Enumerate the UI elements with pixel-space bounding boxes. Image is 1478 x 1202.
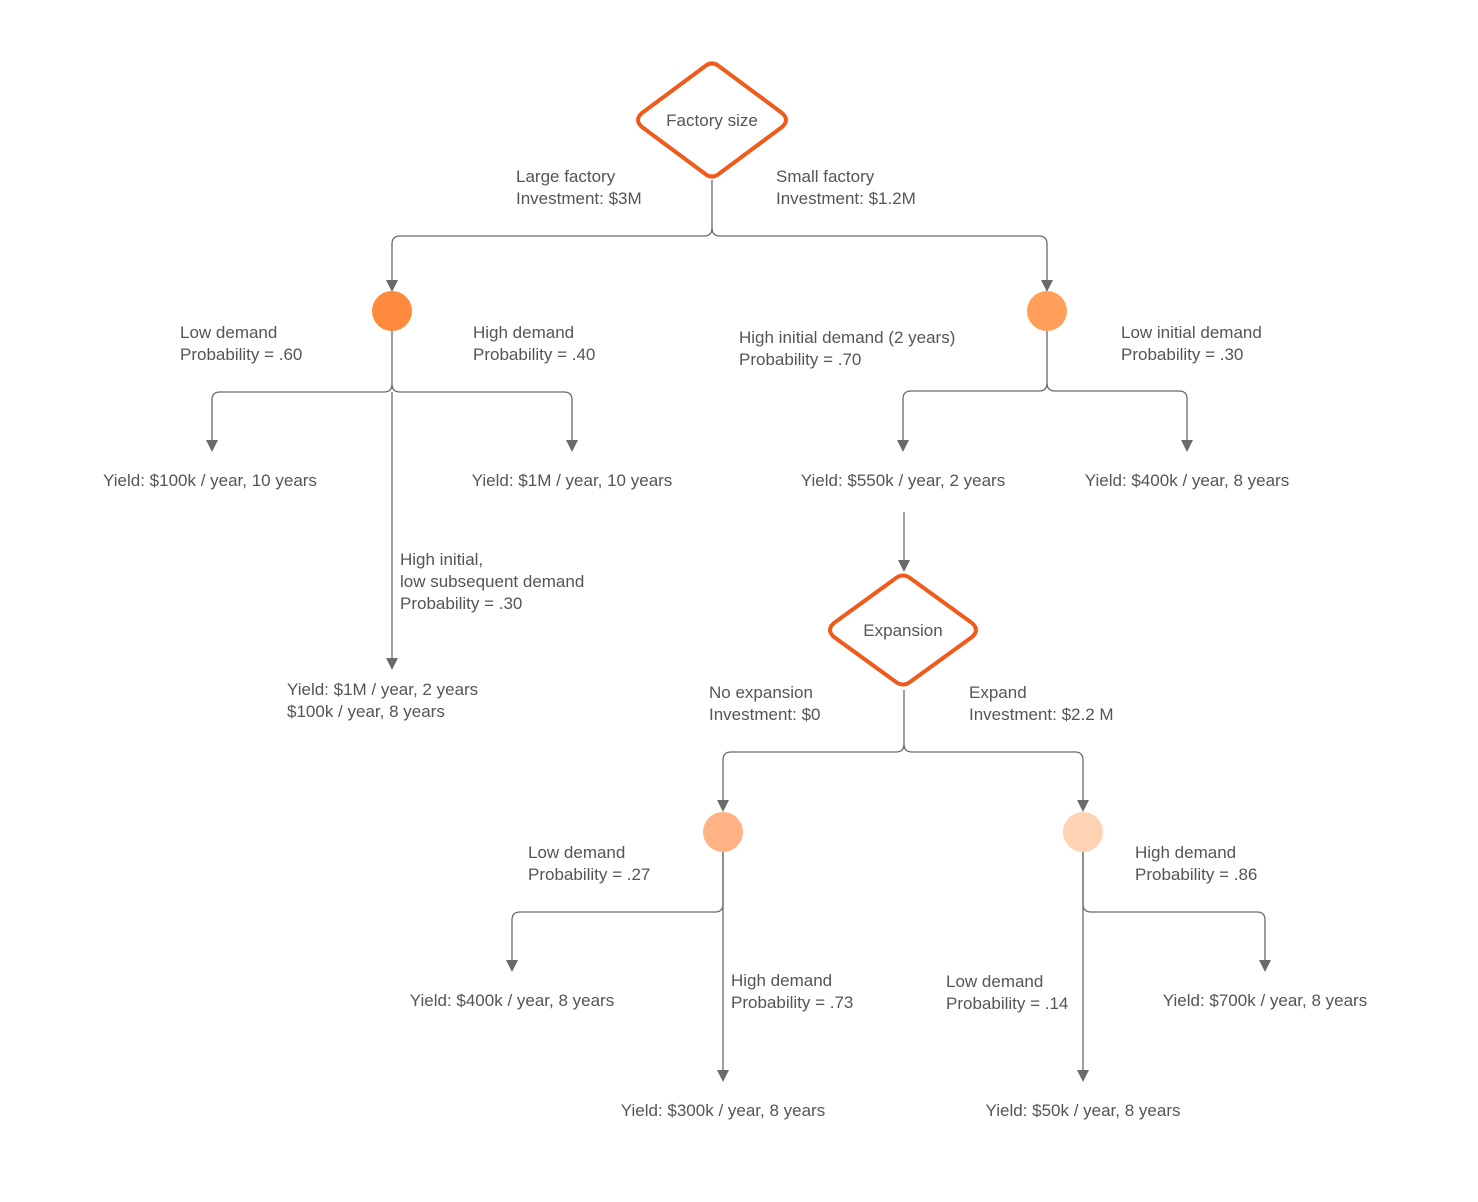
branch-label-large-mixed-demand: High initial, low subsequent demand Prob… — [400, 550, 589, 613]
outcome-large-low: Yield: $100k / year, 10 years — [103, 471, 317, 490]
branch-label-small-low-initial: Low initial demand Probability = .30 — [1121, 323, 1267, 364]
outcome-large-high: Yield: $1M / year, 10 years — [472, 471, 673, 490]
outcome-noexp-high: Yield: $300k / year, 8 years — [621, 1101, 825, 1120]
branch-label-exp-high-demand: High demand Probability = .86 — [1135, 843, 1257, 884]
branch-label-noexp-low-demand: Low demand Probability = .27 — [528, 843, 650, 884]
edge-large-high — [391, 383, 578, 452]
chance-node-no-expansion — [703, 812, 743, 852]
edge-small-high-initial — [897, 330, 1048, 452]
edge-factory-to-small — [711, 227, 1053, 292]
outcome-exp-high: Yield: $700k / year, 8 years — [1163, 991, 1367, 1010]
chance-node-small — [1027, 291, 1067, 331]
branch-label-exp-low-demand: Low demand Probability = .14 — [946, 972, 1068, 1013]
chance-node-expand — [1063, 812, 1103, 852]
chance-node-large — [372, 291, 412, 331]
branch-label-small-high-initial: High initial demand (2 years) Probabilit… — [739, 328, 960, 369]
edge-expand — [903, 743, 1089, 812]
decision-node-factory-size: Factory size — [636, 61, 788, 179]
outcome-small-high-initial: Yield: $550k / year, 2 years — [801, 471, 1005, 490]
edges — [206, 180, 1271, 1082]
decision-diamond — [636, 61, 788, 179]
branch-label-large-factory: Large factory Investment: $3M — [516, 167, 642, 208]
edge-large-low — [206, 330, 393, 452]
branch-label-large-high-demand: High demand Probability = .40 — [473, 323, 595, 364]
outcome-small-low-initial: Yield: $400k / year, 8 years — [1085, 471, 1289, 490]
decision-diamond — [828, 573, 978, 687]
decision-node-expansion: Expansion — [828, 573, 978, 687]
branch-label-large-low-demand: Low demand Probability = .60 — [180, 323, 302, 364]
outcome-large-mixed: Yield: $1M / year, 2 years $100k / year,… — [287, 680, 483, 721]
branch-label-small-factory: Small factory Investment: $1.2M — [776, 167, 916, 208]
outcome-exp-low: Yield: $50k / year, 8 years — [986, 1101, 1181, 1120]
edge-small-low-initial — [1046, 382, 1193, 452]
edge-no-expansion — [717, 690, 905, 812]
edge-factory-to-large — [386, 180, 713, 292]
branch-label-noexp-high-demand: High demand Probability = .73 — [731, 971, 853, 1012]
branch-label-no-expansion: No expansion Investment: $0 — [709, 683, 821, 724]
decision-label-factory-size: Factory size — [666, 111, 758, 130]
branch-label-expand: Expand Investment: $2.2 M — [969, 683, 1114, 724]
decision-label-expansion: Expansion — [863, 621, 942, 640]
outcome-noexp-low: Yield: $400k / year, 8 years — [410, 991, 614, 1010]
